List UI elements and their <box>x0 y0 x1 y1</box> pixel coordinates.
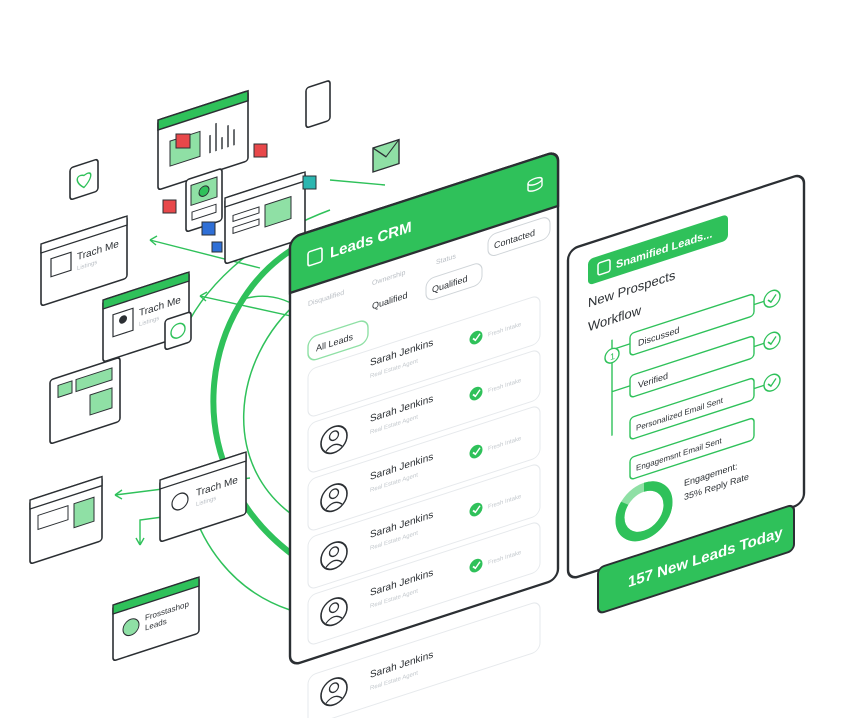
arrow-head <box>135 537 145 546</box>
tablet-card <box>305 80 331 129</box>
arrow-head <box>149 235 158 246</box>
engagement-donut <box>615 481 673 542</box>
step-marker-label: 1 <box>610 351 615 362</box>
cubes <box>162 133 317 253</box>
lead-row[interactable]: Sarah Jenkins Real Estate Agent Fresh In… <box>307 521 541 646</box>
red-cube <box>162 199 177 214</box>
shop-card: Frosstashop Leads <box>112 576 200 662</box>
inner-arc <box>243 299 301 521</box>
form-window-card <box>29 475 103 565</box>
phone-card <box>185 168 223 233</box>
track-me-card-3: Trach Me Listings <box>159 451 247 543</box>
contacted-chip[interactable] <box>487 216 551 258</box>
red-cube <box>253 143 268 158</box>
crm-logo-icon <box>307 247 323 267</box>
dashboard-card <box>157 89 249 191</box>
arrow-line <box>149 239 261 269</box>
arrow-line <box>329 179 386 186</box>
lead-row[interactable]: Sarah Jenkins Real Estate Agent Fresh In… <box>307 463 541 590</box>
person-icon <box>119 315 127 324</box>
crm-header <box>288 152 560 295</box>
workflow-panel: Snamified Leads... New Prospects Workflo… <box>566 174 806 579</box>
heart-icon <box>76 172 92 189</box>
leads-logo-icon <box>597 259 611 276</box>
arrow-head <box>114 489 123 500</box>
arrow-head <box>199 291 208 302</box>
mail-icon <box>372 138 400 173</box>
teal-cube <box>302 175 317 190</box>
lead-row[interactable]: Sarah Jenkins Real Estate Agent Fresh In… <box>307 295 541 418</box>
heart-card <box>69 158 99 201</box>
qualified-chip[interactable] <box>425 262 483 302</box>
lead-row[interactable]: Sarah Jenkins Real Estate Agent Fresh In… <box>307 405 541 532</box>
step-marker <box>604 347 620 364</box>
workflow-tab[interactable] <box>588 214 728 285</box>
big-arc <box>210 242 302 563</box>
all-leads-chip[interactable] <box>307 319 369 362</box>
workflow-step-verified[interactable]: Verified <box>629 327 781 398</box>
app-tile <box>164 311 192 351</box>
lead-row[interactable]: Sarah Jenkins Real Estate Agent Fresh In… <box>307 349 541 474</box>
grid-layout-card <box>49 357 121 445</box>
lead-row-bottom[interactable]: Sarah Jenkins Real Estate Agent <box>307 601 541 718</box>
blue-cube <box>211 241 223 253</box>
red-cube <box>175 133 191 149</box>
track-me-card-1: Trach Me Listings <box>40 215 128 307</box>
blue-cube <box>201 221 216 236</box>
arrow-line <box>199 295 301 319</box>
crm-panel: Leads CRM Disqualified Ownership Status … <box>288 152 560 665</box>
workflow-step-discussed[interactable]: Discussed <box>629 285 781 356</box>
donut-fill <box>615 481 673 542</box>
